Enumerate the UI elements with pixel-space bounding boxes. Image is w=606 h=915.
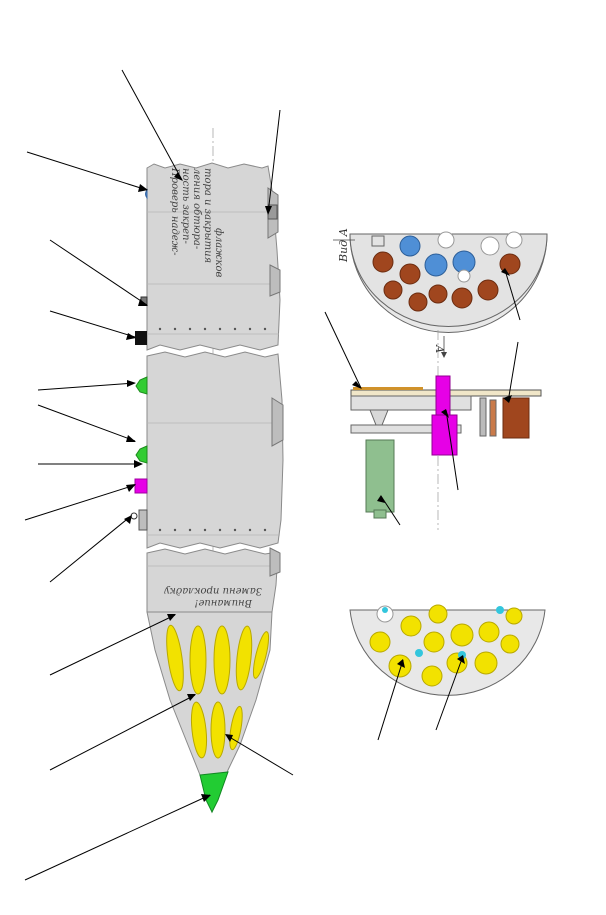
upper-text-line-2: ность закреп- [180,168,191,244]
gray-valve [130,509,148,531]
upper-text-line-5: флажков [213,228,224,278]
yellow-submunition-ring-upper [166,624,270,695]
rivet-row-middle [158,528,267,532]
warning-text-upper: Проверь надеж- ность закреп- ления обтюр… [169,167,224,278]
magenta-fitting [134,478,148,494]
right-fitting-middle [271,397,284,447]
upper-text-line-4: тора и закрытия [202,168,213,263]
section-view: А [350,330,542,530]
green-nose-tip [199,771,229,814]
black-block [135,331,147,345]
green-fitting-upper [135,376,148,395]
warning-text-lower: Внимание! Замени прокладку [164,585,262,608]
upper-text-line-3: ления обтюра- [191,168,202,250]
pointer-arrowheads [124,184,512,802]
right-fitting-upper [267,187,281,297]
view-a-label: Вид А [337,228,350,263]
magenta-rod [435,375,451,417]
shell-middle-section [146,351,284,549]
view-arrow-label: А [433,344,446,353]
view-a-cells [372,231,523,312]
green-fitting-lower [135,445,148,464]
bottom-disc-cells [369,604,523,687]
view-a-disc: Вид А [333,228,548,333]
lower-text-line-2: Замени прокладку [164,585,262,596]
right-fitting-lower [269,547,281,577]
shell-body: Проверь надеж- ность закреп- ления обтюр… [130,128,284,814]
rivet-row-upper [158,327,267,331]
lower-text-line-1: Внимание! [194,597,253,608]
pointer-lines [24,69,521,881]
upper-text-line-1: Проверь надеж- [169,167,180,256]
bottom-disc [349,604,546,696]
blue-fitting [145,188,148,200]
brown-block [502,397,530,439]
